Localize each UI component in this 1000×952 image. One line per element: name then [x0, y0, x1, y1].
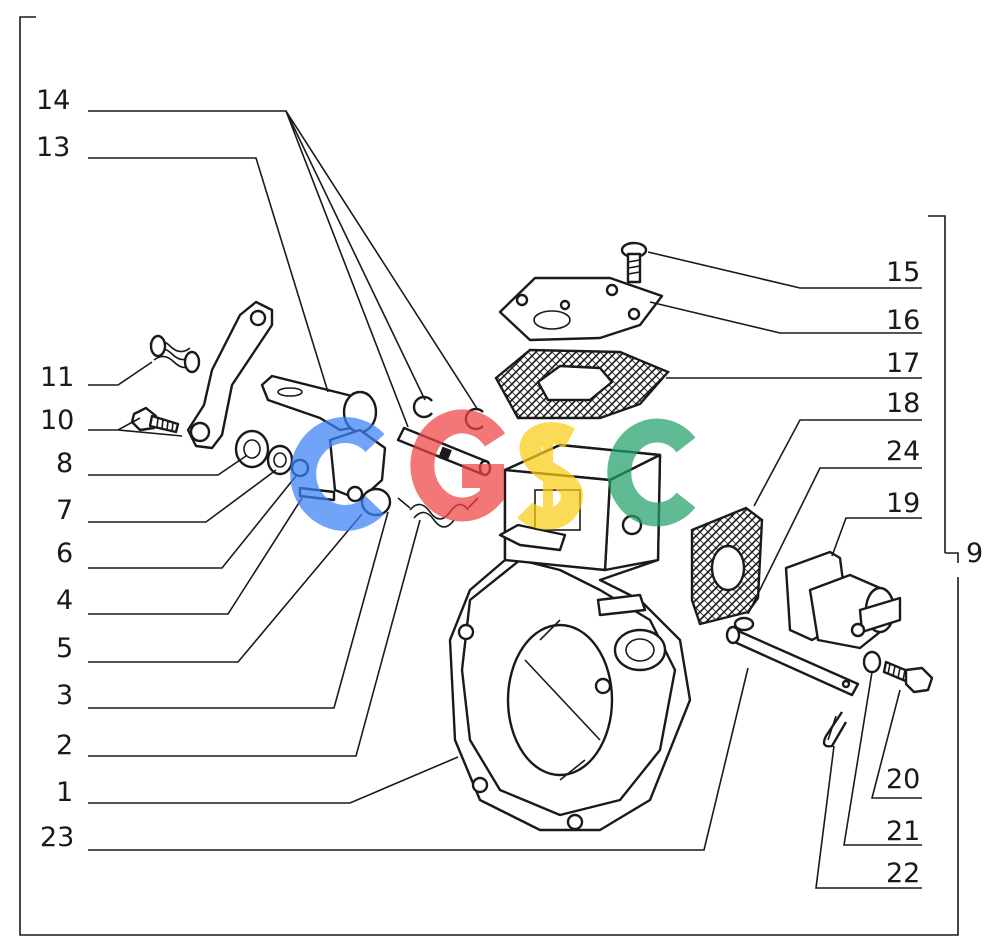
callout-3: 3: [56, 680, 73, 711]
watermark-letter-g-red: [410, 409, 506, 522]
callout-17: 17: [886, 348, 920, 379]
leader-13: [88, 157, 329, 393]
leader-15: [647, 251, 922, 289]
leader-22: [815, 745, 922, 889]
screw-15: [620, 241, 648, 284]
watermark-letter-c-green: [607, 418, 696, 527]
callout-24: 24: [886, 436, 920, 467]
gear-housing: [448, 443, 692, 832]
bolt-10: [130, 406, 180, 434]
cotter-pin-22: [822, 711, 848, 748]
leader-21: [843, 671, 922, 846]
washer-7: [266, 444, 294, 476]
seal-ring-8: [234, 429, 270, 469]
leader-4: [88, 497, 303, 615]
callout-21: 21: [886, 816, 920, 847]
callout-16: 16: [886, 305, 920, 336]
callout-18: 18: [886, 388, 920, 419]
interlock-arm: [186, 300, 274, 450]
leader-9: [945, 552, 959, 563]
callout-5: 5: [56, 633, 73, 664]
pivot-pin: [725, 625, 860, 697]
callout-9: 9: [966, 538, 983, 569]
leader-18: [753, 419, 922, 507]
callout-4: 4: [56, 585, 73, 616]
shift-lever: [260, 374, 392, 517]
plug-24: [733, 616, 755, 632]
leader-23: [88, 667, 749, 851]
callout-23: 23: [40, 822, 74, 853]
leader-2: [88, 519, 421, 757]
frame-right-bracket: [928, 215, 946, 553]
callout-19: 19: [886, 488, 920, 519]
bolt-20: [882, 660, 934, 694]
callout-13: 13: [36, 132, 70, 163]
solenoid: [784, 550, 902, 650]
cover-plate: [498, 276, 664, 342]
watermark-logo: [290, 409, 696, 531]
callout-6: 6: [56, 538, 73, 569]
washer-21: [862, 650, 882, 674]
leader-14: [88, 110, 479, 428]
leader-19: [831, 517, 922, 557]
callout-2: 2: [56, 730, 73, 761]
cover-gasket: [494, 348, 671, 420]
callout-14: 14: [36, 85, 70, 116]
leader-6: [88, 475, 297, 569]
callout-22: 22: [886, 858, 920, 889]
callout-11: 11: [40, 362, 74, 393]
circlip-left: [412, 395, 433, 419]
callout-10: 10: [40, 405, 74, 436]
leader-3: [88, 511, 389, 709]
leader-1: [88, 756, 459, 804]
leader-8: [88, 455, 247, 476]
callout-15: 15: [886, 257, 920, 288]
leader-7: [88, 469, 277, 523]
leader-5: [88, 513, 363, 663]
leader-11: [88, 361, 153, 386]
callout-1: 1: [56, 777, 73, 808]
leader-24: [747, 467, 922, 615]
callout-8: 8: [56, 448, 73, 479]
callout-20: 20: [886, 764, 920, 795]
leader-10: [88, 417, 183, 437]
spring-11: [149, 334, 201, 374]
callout-7: 7: [56, 495, 73, 526]
leader-20: [870, 689, 922, 799]
watermark-letter-c-blue: [290, 417, 385, 531]
frame-left-bracket: [19, 16, 959, 936]
leader-16: [649, 301, 922, 334]
